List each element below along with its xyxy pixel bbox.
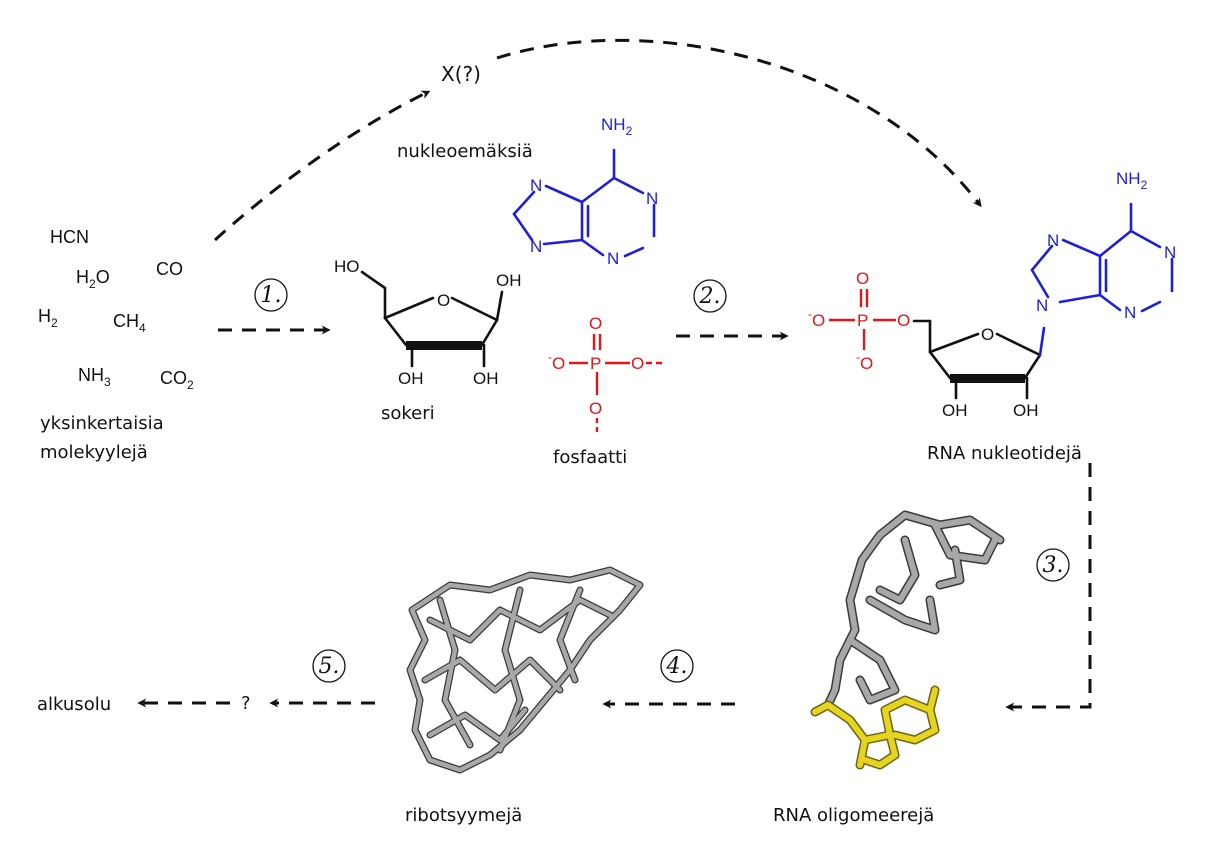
- simple-molecules: HCN H2O CO H2 CH4 NH3 CO2 yksinkertaisia…: [38, 227, 194, 463]
- nucleotide-phosphate-o-top: O: [856, 269, 869, 288]
- nucleotide-n7: N: [1047, 231, 1059, 250]
- nucleobase-n9: N: [530, 237, 542, 256]
- phosphate-o-top: O: [589, 314, 602, 333]
- sugar-oh-anomeric: OH: [496, 271, 522, 290]
- sugar-label: sokeri: [381, 403, 435, 424]
- step-2-circle: [693, 279, 727, 313]
- step-3-number: 3.: [1043, 553, 1064, 578]
- nucleotide-phosphate-p: P: [857, 311, 868, 330]
- step-2-badge: 2.: [693, 279, 727, 313]
- nucleotide-structure: O P -O -O O O OH OH: [808, 169, 1176, 464]
- nucleobase-amine: NH2: [601, 115, 633, 138]
- nucleotide-n1: N: [1164, 243, 1176, 262]
- formula-ammonia: NH3: [78, 365, 111, 389]
- arrow-from-intermediate: [496, 38, 982, 208]
- arrow-to-intermediate: [213, 90, 431, 242]
- step-5-badge: 5.: [312, 649, 346, 683]
- nucleotide-oh-2: OH: [942, 401, 968, 420]
- step-4-badge: 4.: [660, 649, 694, 683]
- nucleobase-n7: N: [530, 176, 542, 195]
- nucleotide-n9: N: [1036, 296, 1048, 315]
- formula-methane: CH4: [113, 311, 146, 335]
- nucleobase-structure: nukleoemäksiä NH2 N N N N: [397, 115, 658, 268]
- phosphate-p: P: [590, 354, 601, 373]
- oligomer-label: RNA oligomeerejä: [773, 805, 934, 826]
- nucleotide-phosphate-o-bridge: O: [897, 311, 910, 330]
- nucleobase-n3: N: [607, 249, 619, 268]
- sugar-oh-2: OH: [398, 369, 424, 388]
- formula-hcn: HCN: [50, 227, 89, 247]
- unknown-step-label: ?: [241, 693, 251, 714]
- sugar-ho: HO: [334, 257, 360, 276]
- step-3-circle: [1036, 548, 1070, 582]
- step-5-circle: [312, 649, 346, 683]
- nucleotide-n3: N: [1124, 303, 1136, 322]
- nucleotide-oh-3: OH: [1013, 401, 1039, 420]
- sugar-structure: HO O OH OH OH sokeri: [334, 257, 522, 424]
- intermediate-label: X(?): [441, 62, 481, 86]
- phosphate-o-right: O: [631, 354, 644, 373]
- phosphate-structure: O P -O O O fosfaatti: [548, 314, 664, 468]
- step-3-badge: 3.: [1036, 548, 1070, 582]
- sugar-ring-o: O: [437, 291, 450, 310]
- nucleotide-label: RNA nukleotidejä: [927, 443, 1082, 464]
- nucleotide-phosphate-o-left: -O: [808, 307, 825, 330]
- simple-molecules-label-line2: molekyylejä: [40, 442, 148, 463]
- formula-co2: CO2: [160, 368, 194, 392]
- simple-molecules-label-line1: yksinkertaisia: [40, 413, 164, 434]
- nucleobase-label: nukleoemäksiä: [397, 141, 533, 162]
- formula-co: CO: [156, 259, 183, 279]
- protocell-label: alkusolu: [37, 694, 111, 715]
- nucleotide-ring-o: O: [981, 325, 994, 344]
- step-4-circle: [660, 649, 694, 683]
- nucleotide-amine: NH2: [1116, 169, 1148, 192]
- step-5-number: 5.: [319, 654, 340, 679]
- ribozyme-structure: ribotsyymejä: [405, 566, 644, 826]
- phosphate-o-bottom: O: [589, 399, 602, 418]
- step-4-number: 4.: [666, 654, 688, 679]
- oligomer-structure: RNA oligomeerejä: [773, 510, 1005, 826]
- ribozyme-label: ribotsyymejä: [405, 805, 522, 826]
- formula-water: H2O: [76, 267, 110, 291]
- formula-hydrogen: H2: [38, 306, 58, 330]
- arrow-step-3: [1005, 463, 1092, 712]
- step-1-number: 1.: [261, 283, 282, 308]
- nucleobase-n1: N: [646, 189, 658, 208]
- step-1-circle: [254, 278, 288, 312]
- step-1-badge: 1.: [254, 278, 288, 312]
- nucleotide-phosphate-o-bottom: -O: [856, 350, 873, 373]
- step-2-number: 2.: [699, 284, 721, 309]
- phosphate-label: fosfaatti: [553, 447, 627, 468]
- sugar-oh-3: OH: [473, 369, 499, 388]
- phosphate-o-left: -O: [548, 350, 565, 373]
